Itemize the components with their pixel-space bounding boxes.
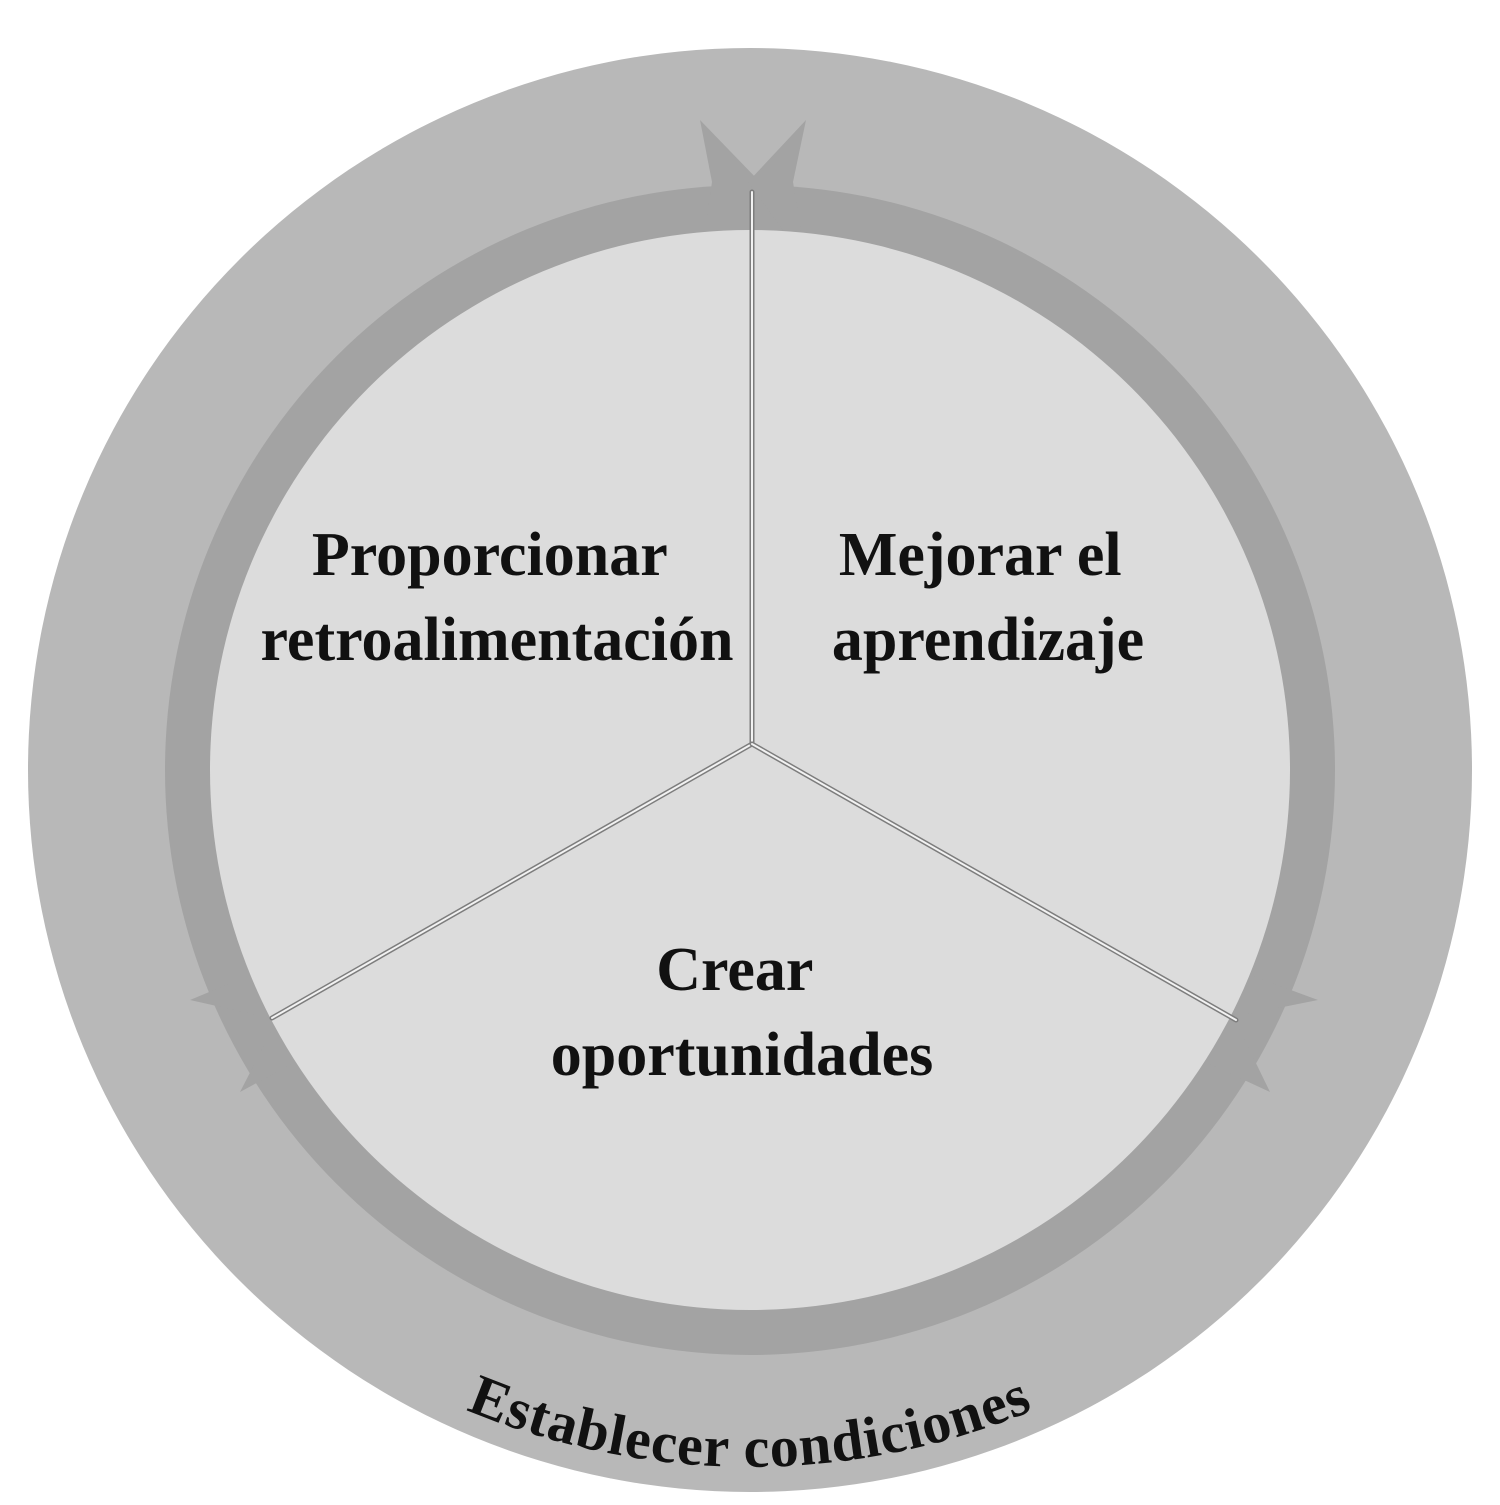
arrowhead-left [190, 935, 312, 1018]
segment-label-feedback: Proporcionar retroalimentación [261, 521, 734, 674]
segment-label-feedback-line-1: Proporcionar [312, 521, 667, 589]
segment-label-learning-line-1: Mejorar el [839, 521, 1122, 589]
segment-label-opportunities-line-2: oportunidades [551, 1021, 933, 1089]
arrowhead-top-left [700, 120, 760, 262]
segment-label-learning-line-2: aprendizaje [832, 606, 1144, 674]
segment-label-learning: Mejorar el aprendizaje [832, 521, 1144, 674]
segment-label-opportunities: Crear oportunidades [551, 936, 933, 1089]
inner-disc [210, 230, 1290, 1310]
segment-label-opportunities-line-1: Crear [656, 936, 813, 1004]
dividers [269, 189, 1239, 1023]
segment-label-feedback-line-2: retroalimentación [261, 606, 734, 674]
arrowhead-top-right [748, 120, 806, 262]
